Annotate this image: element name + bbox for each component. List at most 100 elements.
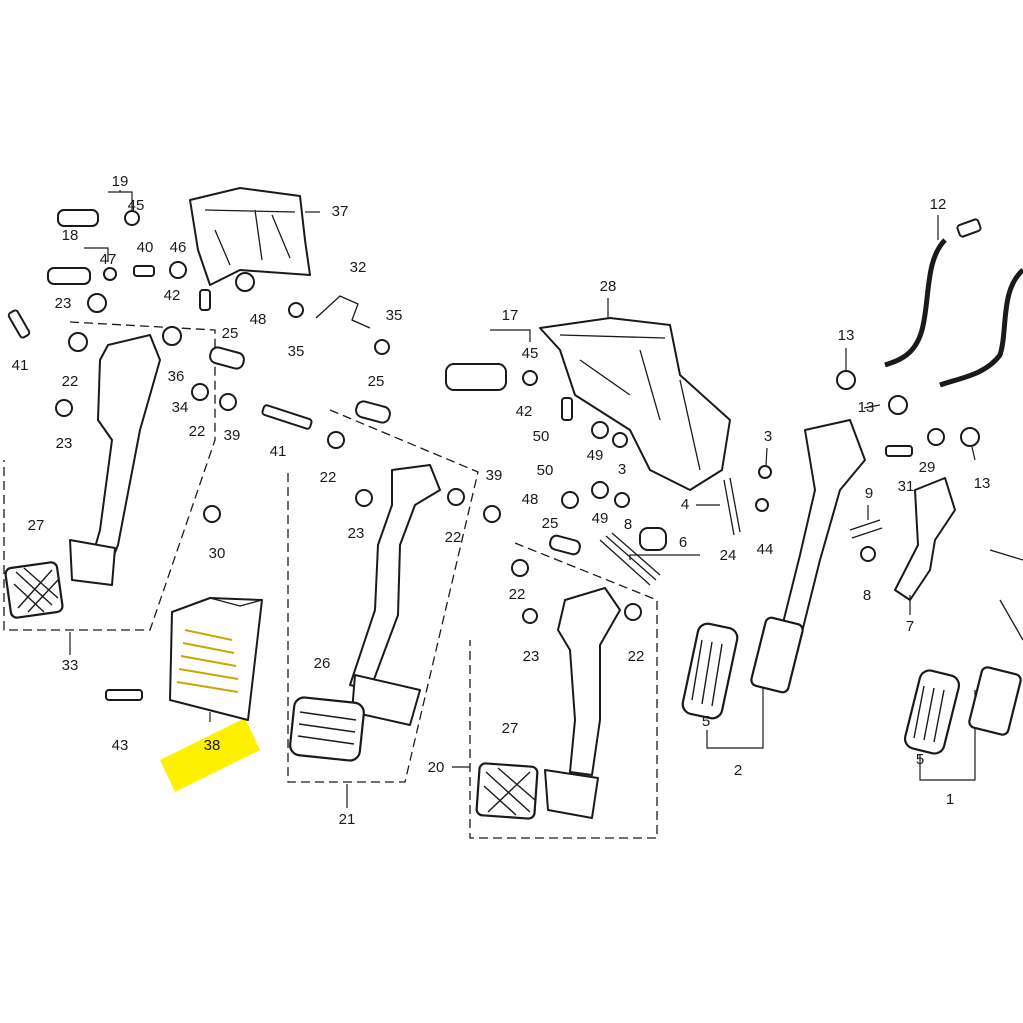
bolt-41-mid (261, 404, 313, 430)
spring-24 (599, 532, 661, 586)
label-22: 22 (445, 529, 462, 546)
bracket-17 (490, 329, 531, 342)
bushing-22-p20-left (511, 559, 529, 577)
bolt-42-left (199, 289, 211, 311)
small-parts (7, 210, 980, 701)
switch-18 (47, 267, 91, 285)
washer-49-mid (591, 481, 609, 499)
bushing-13-mid (888, 395, 908, 415)
accel-pad-5-left-ribs (691, 639, 723, 707)
bolt-43 (105, 689, 143, 701)
label-3: 3 (764, 428, 772, 445)
bushing-23-p20 (522, 608, 538, 624)
label-43: 43 (112, 737, 129, 754)
bushing-30 (203, 505, 221, 523)
bushing-22-brake-right (447, 488, 465, 506)
spring-9 (849, 519, 883, 539)
nut-48-top (235, 272, 255, 292)
label-29: 29 (919, 459, 936, 476)
pedal-bracket-37 (189, 187, 311, 286)
nut-35-right (374, 339, 390, 355)
bolt-40 (133, 265, 155, 277)
collar-25-right (549, 534, 581, 556)
label-35: 35 (386, 307, 403, 324)
label-50: 50 (533, 428, 550, 445)
label-28: 28 (600, 278, 617, 295)
label-22: 22 (628, 648, 645, 665)
bushing-22-p20-right (624, 603, 642, 621)
pedal-bracket-28-detail (559, 334, 701, 471)
label-19: 19 (112, 173, 129, 190)
pedal-20-pad-pattern (483, 767, 536, 816)
label-25: 25 (542, 515, 559, 532)
label-22: 22 (189, 423, 206, 440)
label-13: 13 (974, 475, 991, 492)
label-3: 3 (618, 461, 626, 478)
label-25: 25 (222, 325, 239, 342)
label-48: 48 (250, 311, 267, 328)
label-7: 7 (906, 618, 914, 635)
bushing-23-brake (355, 489, 373, 507)
switch-19 (57, 209, 99, 227)
bolt-31 (885, 445, 913, 457)
nut-8-right (860, 546, 876, 562)
spring-32 (315, 295, 371, 329)
label-45: 45 (522, 345, 539, 362)
accel-pad-5-right-ribs (913, 685, 945, 743)
bracket-19 (108, 191, 133, 212)
label-9: 9 (865, 485, 873, 502)
nut-47 (103, 267, 117, 281)
bushing-29 (927, 428, 945, 446)
label-24: 24 (720, 547, 737, 564)
label-13: 13 (838, 327, 855, 344)
label-41: 41 (12, 357, 29, 374)
nut-46 (169, 261, 187, 279)
nut-45-top (124, 210, 140, 226)
bushing-39-mid (483, 505, 501, 523)
label-32: 32 (350, 259, 367, 276)
accel-pedal-arm-2 (779, 419, 866, 641)
label-37: 37 (332, 203, 349, 220)
label-30: 30 (209, 545, 226, 562)
label-27: 27 (28, 517, 45, 534)
bushing-23-top (87, 293, 107, 313)
label-23: 23 (348, 525, 365, 542)
bushing-6 (639, 527, 667, 551)
label-22: 22 (509, 586, 526, 603)
washer-49-top (591, 421, 609, 439)
collar-25-left (209, 346, 245, 370)
pedal-bracket-37-detail (204, 209, 296, 266)
brake-pedal-foot (351, 674, 421, 726)
label-2: 2 (734, 762, 742, 779)
bracket-24 (629, 554, 700, 560)
nut-8-mid (614, 492, 630, 508)
nut-35-left (288, 302, 304, 318)
label-1: 1 (946, 791, 954, 808)
label-21: 21 (339, 811, 356, 828)
label-22: 22 (320, 469, 337, 486)
label-40: 40 (137, 239, 154, 256)
bushing-23-left (55, 399, 73, 417)
label-46: 46 (170, 239, 187, 256)
label-42: 42 (516, 403, 533, 420)
collar-25-mid (355, 400, 391, 424)
nut-45-mid (522, 370, 538, 386)
callout-labels: 19 45 18 40 46 47 37 42 32 23 48 35 25 3… (12, 173, 991, 828)
label-36: 36 (168, 368, 185, 385)
bolt-42-mid (561, 397, 573, 421)
label-23: 23 (55, 295, 72, 312)
accel-pad-2-front (750, 616, 804, 694)
group-outline-33 (3, 321, 216, 631)
label-39: 39 (224, 427, 241, 444)
label-49: 49 (587, 447, 604, 464)
label-33: 33 (62, 657, 79, 674)
bushing-13-top (836, 370, 856, 390)
label-26: 26 (314, 655, 331, 672)
brake-pedal-arm (349, 464, 441, 691)
label-23: 23 (523, 648, 540, 665)
accel-pad-5-left (681, 622, 739, 720)
switch-17 (445, 363, 507, 391)
label-12: 12 (930, 196, 947, 213)
label-50: 50 (537, 462, 554, 479)
